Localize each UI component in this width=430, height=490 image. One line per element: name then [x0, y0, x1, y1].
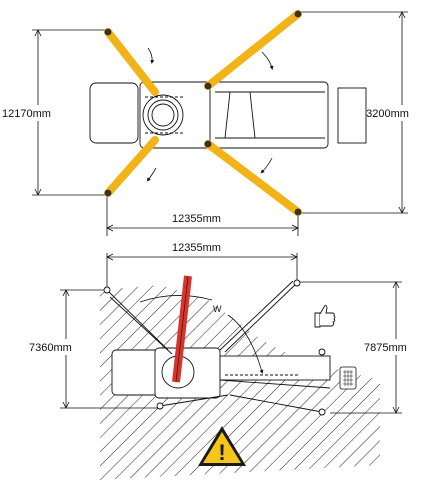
side-left-height-label: 7360mm	[29, 342, 72, 354]
warning-symbol: !	[218, 440, 225, 465]
top-view: 12170mm 13200mm 12355mm	[2, 10, 430, 236]
top-right-height-label: 13200mm	[360, 108, 409, 120]
outrigger-front-left	[104, 28, 159, 96]
swing-arc	[139, 295, 264, 374]
side-right-height-label: 7875mm	[364, 342, 407, 354]
side-width-dimension	[106, 253, 298, 290]
top-left-height-label: 12170mm	[2, 108, 51, 120]
outrigger-rear-left	[104, 136, 159, 197]
outriggers-top	[104, 10, 302, 216]
side-view: 12355mm 7360mm 7875mm	[28, 242, 430, 480]
swing-angle-label: W	[213, 304, 222, 314]
warning-icon: !	[198, 426, 246, 466]
outriggers-side	[103, 279, 326, 416]
top-width-dimension	[106, 195, 299, 236]
vehicle-chassis-side	[111, 347, 331, 399]
remote-control-icon	[339, 366, 357, 390]
swing-arrows-top	[146, 47, 274, 182]
outrigger-front-right	[204, 10, 302, 90]
vehicle-chassis-top	[89, 81, 367, 149]
outrigger-rear-right	[204, 140, 302, 216]
side-width-label: 12355mm	[172, 242, 221, 254]
top-width-label: 12355mm	[172, 213, 221, 225]
thumbs-up-icon	[314, 304, 336, 328]
